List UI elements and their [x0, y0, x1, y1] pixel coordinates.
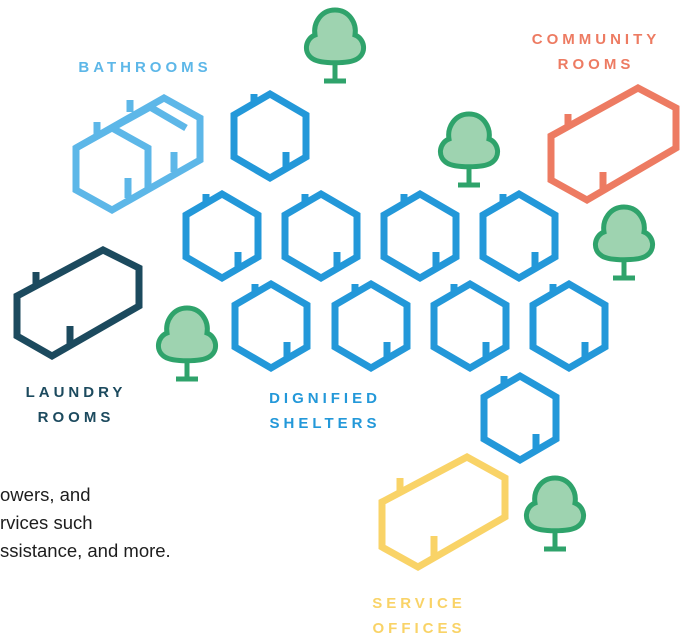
community-rooms-label: COMMUNITY ROOMS — [531, 31, 661, 73]
shelter-module — [285, 194, 357, 278]
shelter-module — [483, 194, 555, 278]
community-room-module — [547, 84, 680, 205]
laundry-room-module — [13, 246, 143, 361]
tree-icon — [306, 10, 363, 81]
service-offices-label: SERVICE OFFICES — [372, 595, 466, 637]
description-text: owers, and rvices such ssistance, and mo… — [0, 484, 171, 561]
service-office-module — [378, 453, 509, 572]
shelter-module — [434, 284, 506, 368]
bathroom-module — [72, 93, 204, 215]
laundry-rooms-label: LAUNDRY ROOMS — [25, 384, 127, 426]
shelter-module — [533, 284, 605, 368]
tree-icon — [440, 114, 497, 185]
bathrooms-label: BATHROOMS — [78, 59, 212, 76]
shelter-module — [234, 94, 306, 178]
tree-icon — [526, 478, 583, 549]
tree-icon — [595, 207, 652, 278]
shelter-module — [384, 194, 456, 278]
dignified-shelters-label: DIGNIFIED SHELTERS — [269, 390, 381, 432]
tree-icon — [158, 308, 215, 379]
shelter-module — [235, 284, 307, 368]
shelter-module — [484, 376, 556, 460]
shelter-module — [335, 284, 407, 368]
shelter-module — [186, 194, 258, 278]
